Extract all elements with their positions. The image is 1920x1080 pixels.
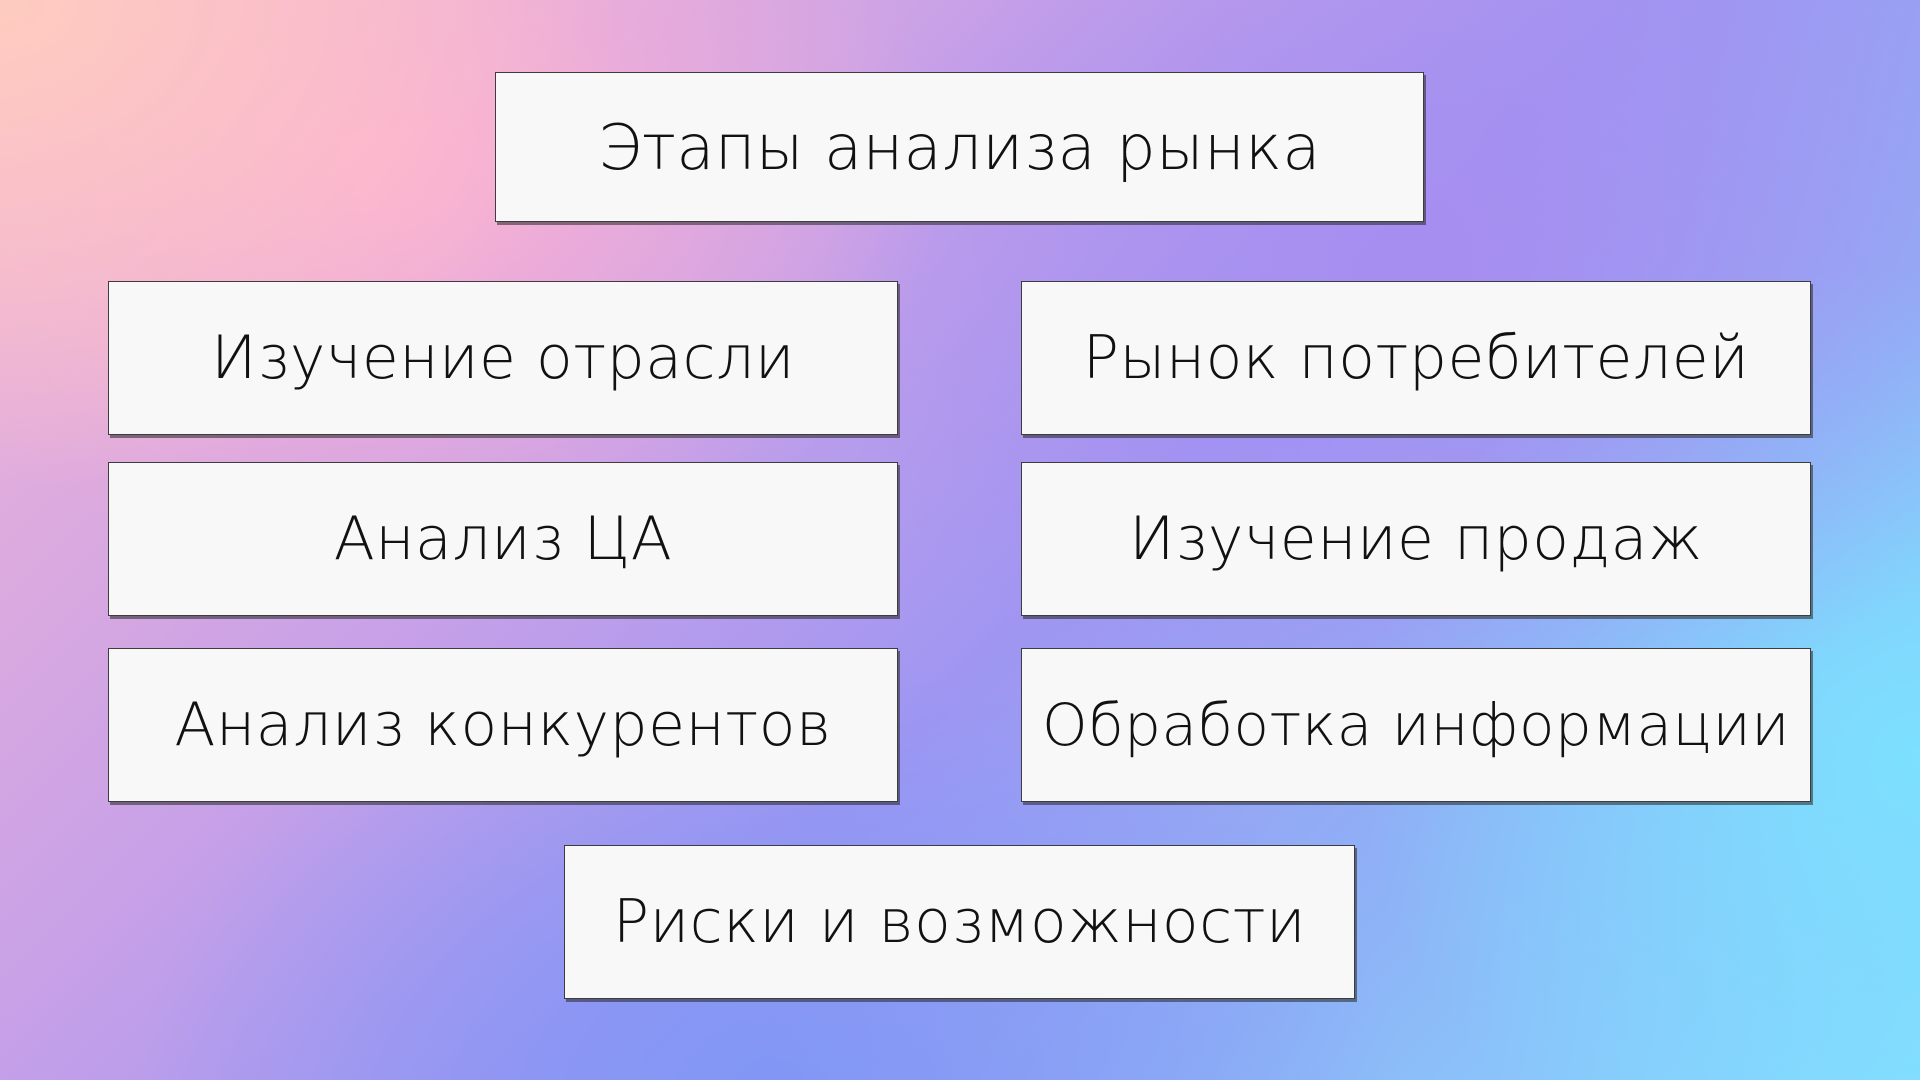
- step-sales-study: Изучение продаж: [1021, 462, 1811, 616]
- step-information-processing: Обработка информации: [1021, 648, 1811, 802]
- diagram-title: Этапы анализа рынка: [495, 72, 1424, 222]
- step-risks-opportunities: Риски и возможности: [564, 845, 1355, 999]
- step-industry-study: Изучение отрасли: [108, 281, 898, 435]
- step-target-audience-analysis: Анализ ЦА: [108, 462, 898, 616]
- step-competitor-analysis: Анализ конкурентов: [108, 648, 898, 802]
- step-consumer-market: Рынок потребителей: [1021, 281, 1811, 435]
